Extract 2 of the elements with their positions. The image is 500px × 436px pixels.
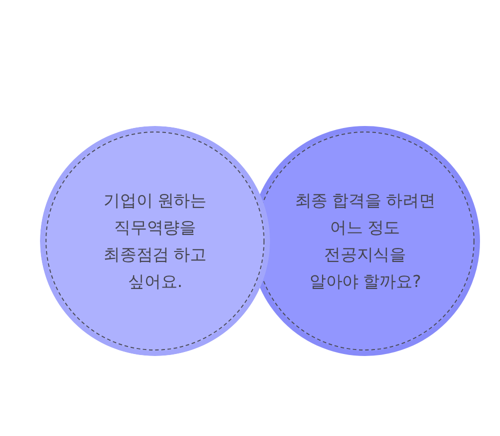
- circle-text: 기업이 원하는 직무역량을 최종점검 하고 싶어요.: [103, 190, 207, 293]
- circle-text: 최종 합격을 하려면 어느 정도 전공지식을 알아야 할까요?: [294, 190, 436, 293]
